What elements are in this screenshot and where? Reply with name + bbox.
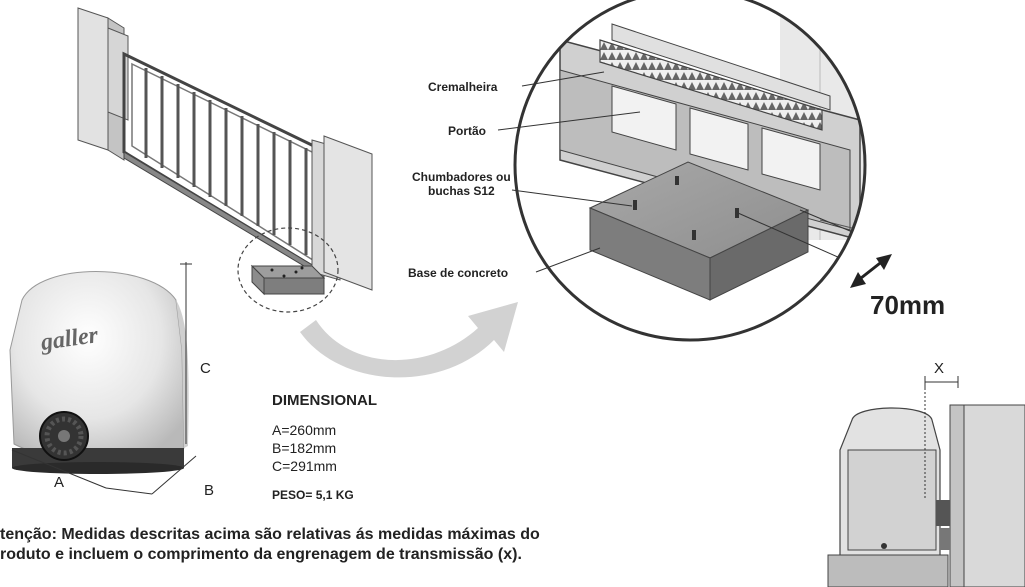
anchor-bolts xyxy=(633,176,739,240)
gate-frame xyxy=(122,51,324,275)
zoom-callout-circle xyxy=(237,227,339,313)
dim-letter-b: B xyxy=(204,482,215,499)
dimension-c: C=291mm xyxy=(272,458,337,474)
label-base-concreto: Base de concreto xyxy=(408,266,509,280)
weight-label: PESO= 5,1 KG xyxy=(272,488,354,502)
zoom-detail xyxy=(513,0,867,342)
gate-bars xyxy=(144,68,308,255)
motor-dimension-lines xyxy=(11,262,197,495)
gear-x-label: X xyxy=(934,360,945,377)
dimension-b: B=182mm xyxy=(272,440,337,456)
dimension-a: A=260mm xyxy=(272,422,337,438)
note-line-2: roduto e incluem o comprimento da engren… xyxy=(0,546,522,563)
gate-rack xyxy=(123,151,325,279)
left-pillar xyxy=(77,7,109,151)
clearance-arrow xyxy=(850,254,892,288)
side-view-illustration xyxy=(827,376,1025,587)
motor-illustration: galler xyxy=(9,271,189,474)
label-chumbadores-line2: buchas S12 xyxy=(427,184,495,198)
drive-gear-icon xyxy=(39,411,89,461)
gate-illustration xyxy=(77,7,373,313)
label-chumbadores: Chumbadores ou buchas S12 xyxy=(412,170,511,198)
zoom-arrow xyxy=(300,302,518,378)
leader-lines xyxy=(497,71,641,273)
dim-letter-c: C xyxy=(200,360,211,377)
label-portao: Portão xyxy=(448,124,487,138)
note-line-1: tenção: Medidas descritas acima são rela… xyxy=(0,526,540,543)
label-cremalheira: Cremalheira xyxy=(428,80,498,94)
dimensional-title: DIMENSIONAL xyxy=(272,392,377,409)
clearance-value: 70mm xyxy=(870,290,946,320)
label-chumbadores-line1: Chumbadores ou xyxy=(412,170,511,184)
dim-letter-a: A xyxy=(54,474,65,491)
